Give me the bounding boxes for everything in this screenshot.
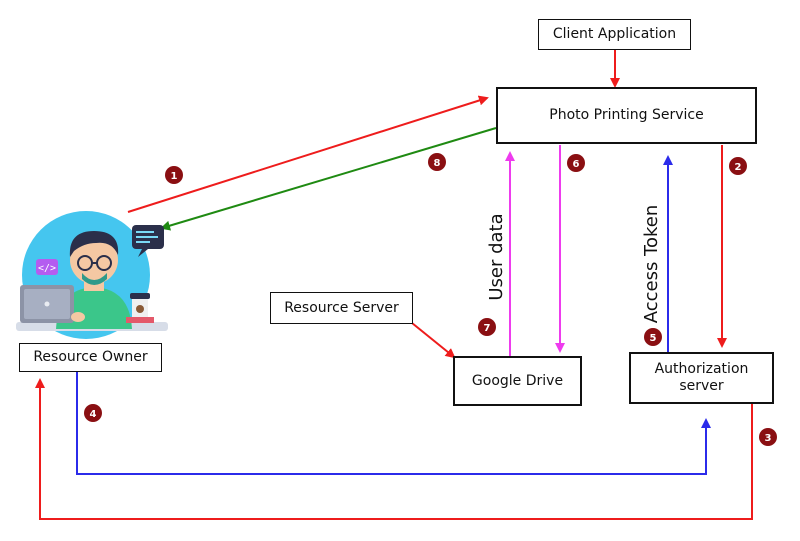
authorization-server-node: Authorization server: [629, 352, 774, 404]
step-badge-1-number: 1: [171, 171, 178, 182]
step-badge-8-number: 8: [434, 158, 441, 169]
resource-owner-node: Resource Owner: [19, 343, 162, 372]
step-badge-7: 7: [478, 318, 496, 336]
step-badge-1: 1: [165, 166, 183, 184]
arrow-step7-resource-server-to-drive: [411, 322, 456, 359]
step-badge-7-number: 7: [484, 323, 491, 334]
step-badge-3-number: 3: [765, 433, 772, 444]
arrow-step8-service-to-owner: [160, 127, 497, 231]
step-badge-4-number: 4: [90, 409, 97, 420]
step-badge-2: 2: [729, 157, 747, 175]
step-badge-6: 6: [567, 154, 585, 172]
person-at-laptop-illustration: </>: [16, 211, 168, 339]
resource-server-label: Resource Server: [284, 299, 399, 316]
arrow-step3-auth-to-owner: [35, 378, 753, 520]
photo-printing-service-node: Photo Printing Service: [496, 87, 757, 144]
arrow-step4-owner-to-auth: [76, 372, 711, 475]
authorization-server-label-line1: Authorization: [654, 361, 749, 377]
step-badge-2-number: 2: [735, 162, 742, 173]
step-badge-5: 5: [644, 328, 662, 346]
step-badge-4: 4: [84, 404, 102, 422]
step-badge-6-number: 6: [573, 159, 580, 170]
client-application-node: Client Application: [538, 19, 691, 50]
client-application-label: Client Application: [552, 26, 677, 42]
photo-printing-service-label: Photo Printing Service: [549, 107, 704, 123]
resource-server-node: Resource Server: [270, 292, 413, 324]
authorization-server-label-line2: server: [679, 378, 724, 394]
resource-owner-label: Resource Owner: [33, 349, 148, 365]
google-drive-label: Google Drive: [471, 372, 564, 389]
google-drive-node: Google Drive: [453, 356, 582, 406]
step-badge-5-number: 5: [650, 333, 657, 344]
arrow-step1-owner-to-service: [127, 95, 489, 213]
step-badge-3: 3: [759, 428, 777, 446]
svg-text:</>: </>: [38, 263, 56, 274]
step-badge-8: 8: [428, 153, 446, 171]
